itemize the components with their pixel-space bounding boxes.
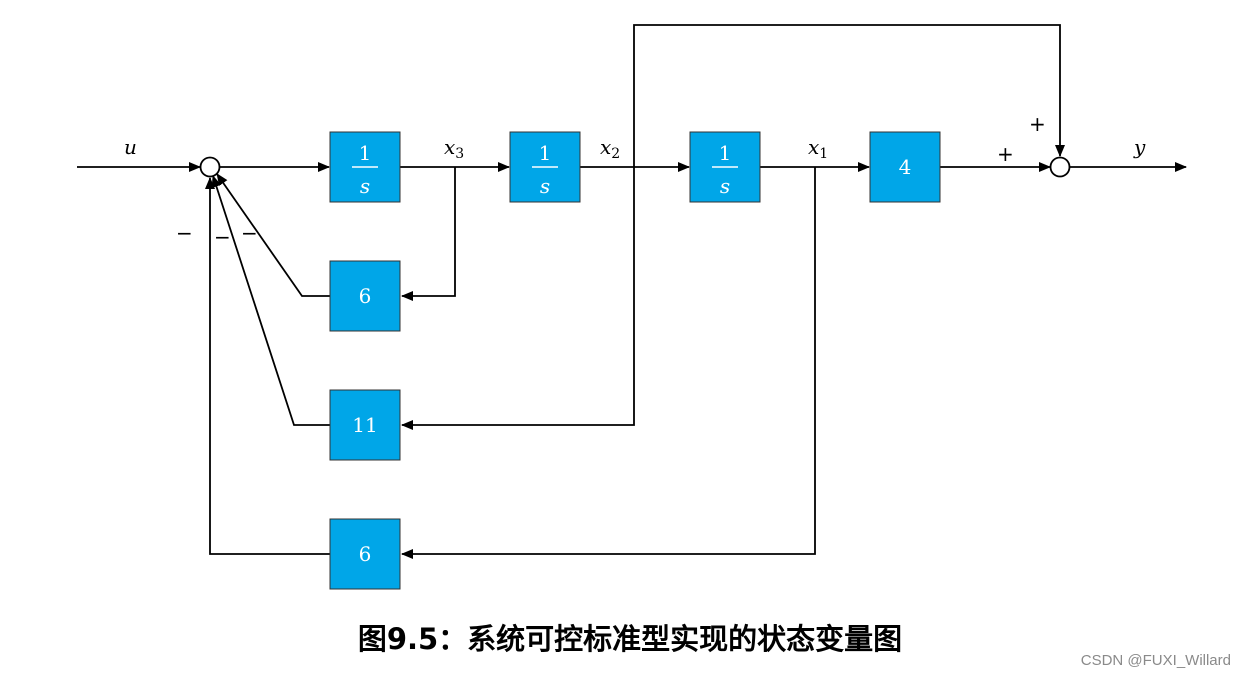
integrator-block-1: 1 s [329, 131, 401, 203]
integrator-block-2: 1 s [509, 131, 581, 203]
wire-x1-feedback [401, 167, 816, 559]
integrator-1-denominator: s [360, 174, 370, 198]
feedback-gain-x1-value: 6 [359, 542, 372, 566]
wire-x2-feedthrough [633, 24, 1065, 167]
sign-plus-left: + [997, 142, 1014, 166]
wire-fb11-to-sum [211, 175, 330, 426]
figure-caption: 图9.5：系统可控标准型实现的状态变量图 [357, 622, 903, 656]
sum-junction-input [199, 156, 221, 178]
output-gain-block: 4 [869, 131, 941, 203]
wire-fb6-to-sum [216, 173, 330, 297]
sign-minus-1: − [176, 221, 193, 245]
sum-junction-output [1049, 156, 1071, 178]
sign-minus-2: − [214, 225, 231, 249]
integrator-3-numerator: 1 [719, 141, 732, 165]
signal-label-x2: x2 [600, 135, 620, 162]
signal-label-u: u [124, 135, 137, 159]
wire-fb6b-to-sum [205, 177, 330, 555]
feedback-gain-block-x1: 6 [329, 518, 401, 590]
wire-x3-feedback [401, 167, 456, 301]
feedback-gain-x2-value: 11 [352, 413, 377, 437]
output-gain-value: 4 [899, 155, 912, 179]
sign-minus-3: − [241, 221, 258, 245]
signal-label-x3: x3 [444, 135, 464, 162]
signal-label-y: y [1133, 135, 1146, 159]
feedback-gain-x3-value: 6 [359, 284, 372, 308]
feedback-gain-block-x3: 6 [329, 260, 401, 332]
sign-plus-top: + [1029, 112, 1046, 136]
integrator-2-numerator: 1 [539, 141, 552, 165]
integrator-2-denominator: s [540, 174, 550, 198]
integrator-block-3: 1 s [689, 131, 761, 203]
integrator-3-denominator: s [720, 174, 730, 198]
watermark: CSDN @FUXI_Willard [1080, 652, 1231, 669]
integrator-1-numerator: 1 [359, 141, 372, 165]
signal-label-x1: x1 [808, 135, 828, 162]
feedback-gain-block-x2: 11 [329, 389, 401, 461]
wire-x2-feedback [401, 167, 635, 430]
